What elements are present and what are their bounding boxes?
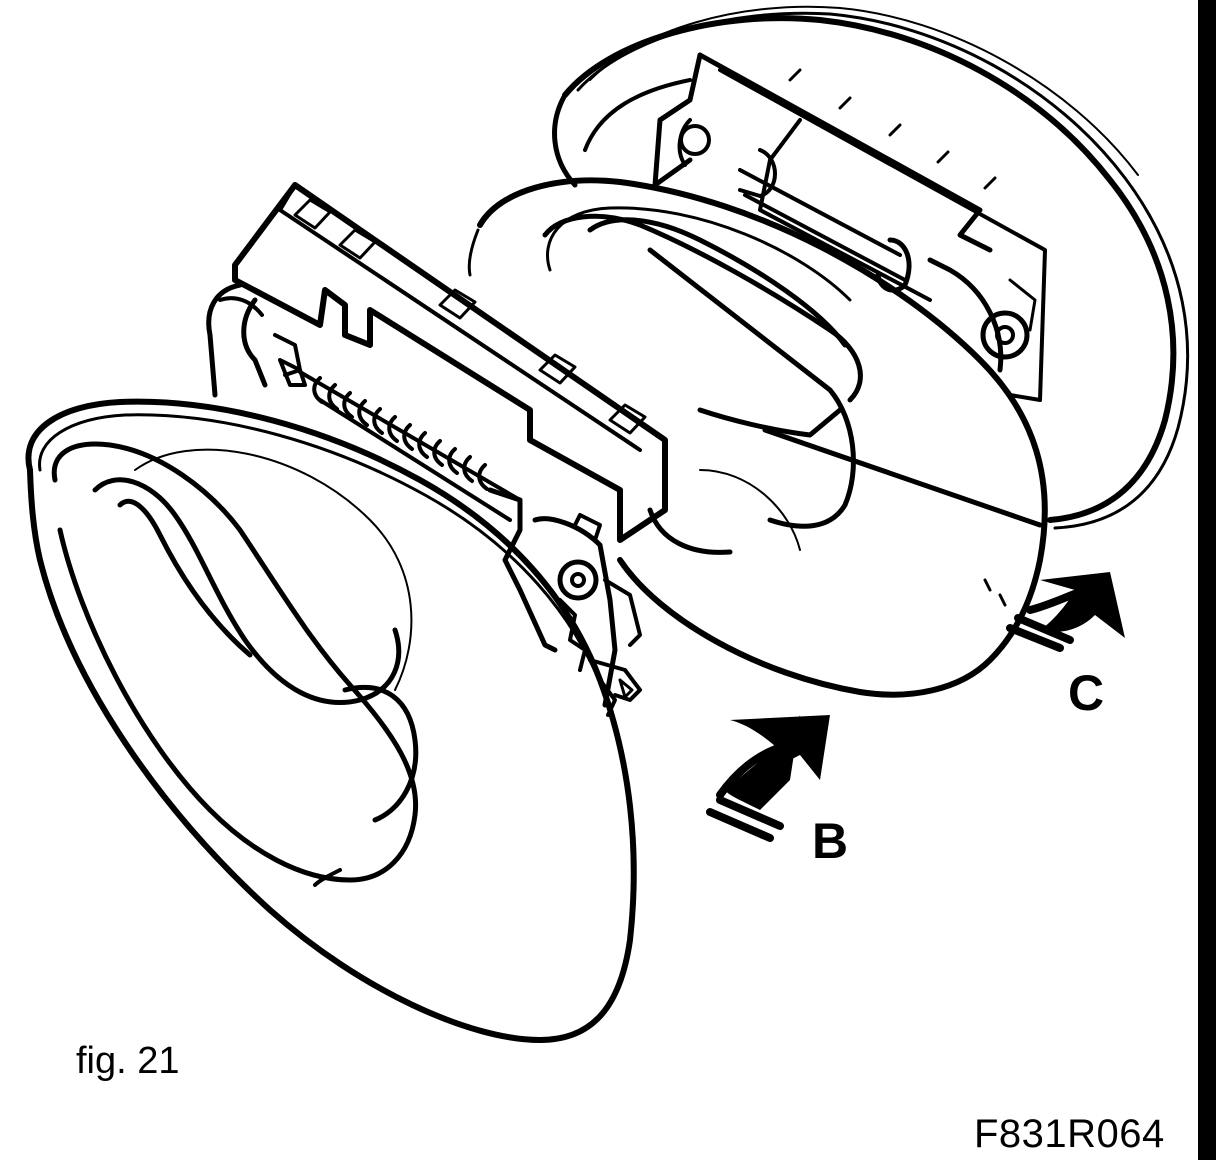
front-mechanism bbox=[206, 182, 668, 717]
figure-caption: fig. 21 bbox=[76, 1040, 180, 1082]
right-edge-bar bbox=[1198, 0, 1216, 1160]
rear-mechanism bbox=[652, 52, 1047, 402]
arrow-b bbox=[706, 715, 830, 842]
reference-code: F831R064 bbox=[974, 1112, 1165, 1156]
middle-bezel bbox=[467, 177, 1048, 698]
rear-housing bbox=[552, 5, 1190, 530]
front-bezel bbox=[25, 398, 637, 1043]
arrow-b-label: B bbox=[812, 813, 849, 869]
arrow-c bbox=[1006, 572, 1125, 652]
spring bbox=[298, 370, 522, 522]
arrow-c-label: C bbox=[1068, 665, 1105, 721]
